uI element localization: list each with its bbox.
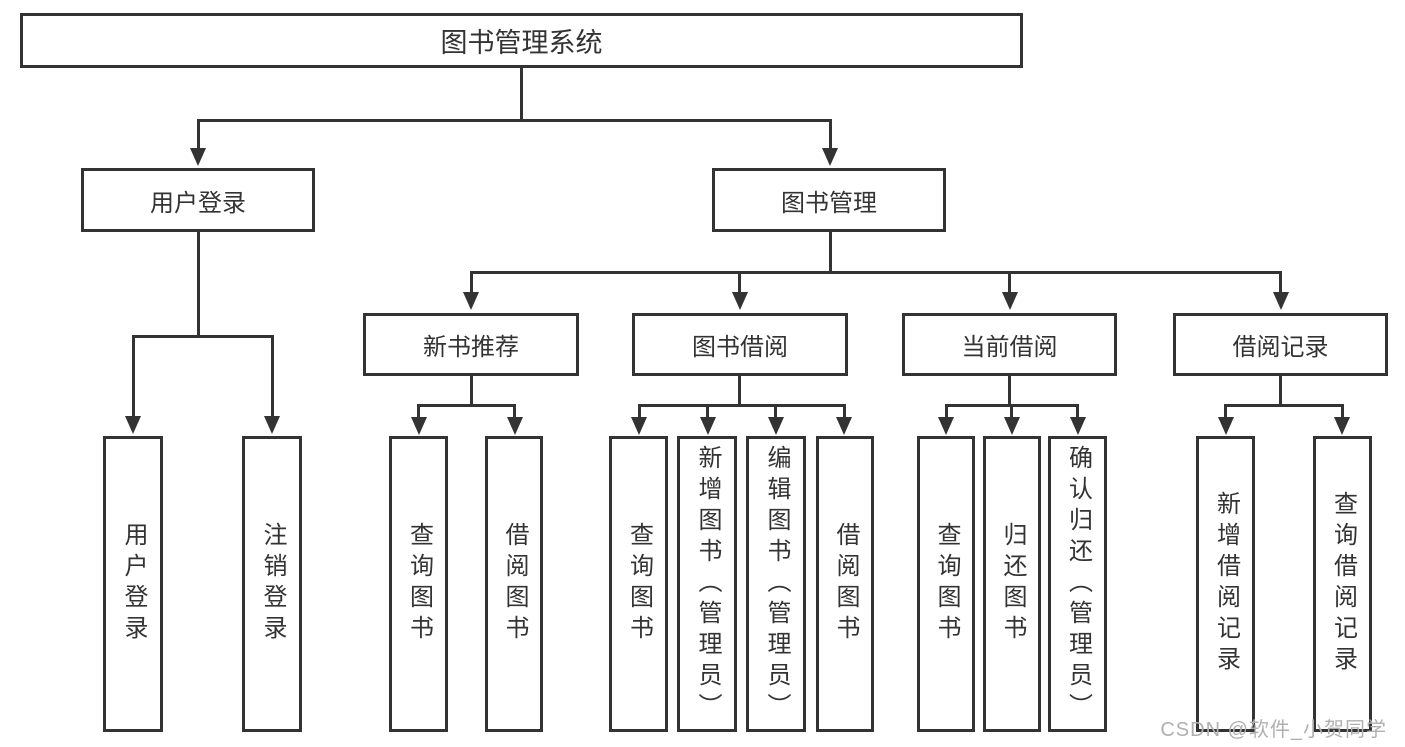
node-confirm-return-admin: 确认归还（管理员） [1048, 436, 1107, 732]
node-add-borrow-record: 新增借阅记录 [1196, 436, 1255, 732]
connector-line [828, 118, 832, 153]
connector-line [469, 374, 473, 405]
arrow-down-icon [1003, 417, 1020, 435]
node-user-login: 用户登录 [103, 436, 163, 732]
node-current-borrow: 当前借阅 [902, 313, 1117, 376]
node-query-borrow-record: 查询借阅记录 [1313, 436, 1372, 732]
connector-line [513, 403, 516, 420]
arrow-down-icon [1272, 292, 1289, 310]
node-current-query-books: 查询图书 [917, 436, 975, 732]
node-borrow-books: 借阅图书 [816, 436, 874, 732]
arrow-down-icon [1069, 417, 1086, 435]
connector-line [1076, 403, 1079, 420]
connector-line [131, 334, 135, 420]
node-recommend-borrow-books: 借阅图书 [485, 436, 543, 732]
node-user-login-branch: 用户登录 [81, 168, 315, 232]
connector-line [637, 403, 846, 407]
connector-line [196, 118, 200, 153]
arrow-down-icon [731, 292, 748, 310]
connector-line [469, 270, 473, 295]
connector-line [417, 403, 420, 420]
arrow-down-icon [767, 417, 784, 435]
node-new-book-recommend: 新书推荐 [363, 313, 579, 376]
arrow-down-icon [125, 416, 141, 434]
connector-line [469, 270, 1282, 274]
node-borrow-query-books: 查询图书 [609, 436, 668, 732]
connector-line [1224, 403, 1344, 407]
node-book-borrow: 图书借阅 [632, 313, 848, 376]
connector-line [944, 403, 948, 420]
arrow-down-icon [822, 148, 838, 166]
connector-line [842, 403, 846, 420]
arrow-down-icon [463, 292, 479, 310]
connector-line [1008, 374, 1011, 405]
connector-line [417, 403, 516, 407]
connector-line [270, 334, 274, 420]
connector-line [196, 231, 200, 336]
connector-line [131, 334, 273, 338]
node-borrow-records: 借阅记录 [1173, 313, 1388, 376]
arrow-down-icon [631, 417, 647, 435]
connector-line [774, 403, 777, 420]
connector-line [196, 118, 832, 122]
arrow-down-icon [410, 417, 427, 435]
node-logout: 注销登录 [242, 436, 302, 732]
arrow-down-icon [1334, 417, 1350, 435]
connector-line [1008, 270, 1011, 295]
node-recommend-query-books: 查询图书 [389, 436, 448, 732]
arrow-down-icon [506, 417, 523, 435]
arrow-down-icon [1217, 417, 1234, 435]
connector-line [1279, 270, 1282, 295]
connector-line [828, 231, 832, 272]
arrow-down-icon [836, 417, 852, 435]
connector-line [1340, 403, 1344, 420]
arrow-down-icon [1001, 292, 1018, 310]
watermark: CSDN @软件_小贺同学 [1160, 719, 1387, 741]
node-add-books-admin: 新增图书（管理员） [677, 436, 737, 732]
connector-line [519, 66, 523, 120]
connector-line [738, 270, 741, 295]
node-book-management: 图书管理 [712, 168, 946, 232]
connector-line [738, 374, 741, 405]
arrow-down-icon [938, 417, 954, 435]
arrow-down-icon [699, 417, 716, 435]
connector-line [706, 403, 709, 420]
connector-line [1010, 403, 1013, 420]
node-edit-books-admin: 编辑图书（管理员） [746, 436, 806, 732]
connector-line [1224, 403, 1227, 420]
arrow-down-icon [264, 416, 280, 434]
arrow-down-icon [190, 148, 206, 166]
node-library-system: 图书管理系统 [20, 13, 1023, 68]
connector-line [1279, 374, 1282, 405]
node-return-books: 归还图书 [983, 436, 1041, 732]
connector-line [637, 403, 641, 420]
